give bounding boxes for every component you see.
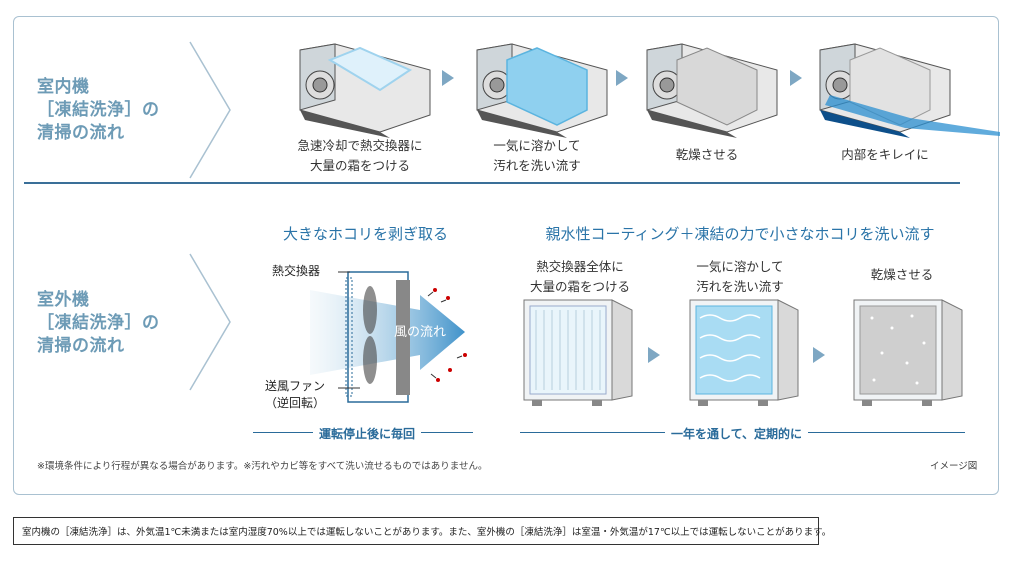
indoor-step-4-caption-line-1: 内部をキレイに [841,147,929,162]
fan-label: 送風ファン （逆回転） [262,378,328,412]
fan-label-line-1: 送風ファン [264,379,325,393]
fan-label-line-2: （逆回転） [264,396,325,410]
conditions-note: ※環境条件により行程が異なる場合があります。※汚れやカビ等をすべて洗い流せるもの… [37,461,488,472]
outdoor-step-2-caption-line-2: 汚れを洗い流す [696,279,784,294]
indoor-step-arrow-3-icon [790,70,802,86]
outdoor-step-2-caption-line-1: 一気に溶かして [696,259,784,274]
outdoor-step-2-caption: 一気に溶かして 汚れを洗い流す [665,257,815,297]
indoor-step-3-caption: 乾燥させる [632,145,782,165]
outdoor-right-heading: 親水性コーティング＋凍結の力で小さなホコリを洗い流す [545,225,935,243]
outdoor-step-1-caption-line-1: 熱交換器全体に [536,259,624,274]
outdoor-chevron-icon [189,253,231,391]
outdoor-step-3-caption-line-1: 乾燥させる [870,267,934,282]
outdoor-title: 室外機 ［凍結洗浄］の 清掃の流れ [37,289,160,358]
outdoor-step-1-caption-line-2: 大量の霜をつける [529,279,630,294]
left-timing-label: 運転停止後に毎回 [313,425,422,442]
indoor-step-3-caption-line-1: 乾燥させる [675,147,739,162]
indoor-step-4-caption: 内部をキレイに [810,145,960,165]
indoor-title: 室内機 ［凍結洗浄］の 清掃の流れ [37,76,160,145]
footer-disclaimer: 室内機の［凍結洗浄］は、外気温1℃未満または室内湿度70%以上では運転しないこと… [13,517,831,545]
row-divider [24,182,960,184]
outdoor-unit-melt-image [689,299,799,406]
outdoor-fan-diagram-image [310,271,467,403]
right-timing-label: 一年を通して、定期的に [665,425,809,442]
outdoor-title-line-1: 室外機 [37,290,90,310]
indoor-step-1-caption-line-2: 大量の霜をつける [309,158,410,173]
indoor-step-arrow-2-icon [616,70,628,86]
indoor-step-arrow-1-icon [442,70,454,86]
wind-flow-label: 風の流れ [394,325,447,340]
outdoor-step-arrow-2-icon [813,347,825,363]
outdoor-title-line-3: 清掃の流れ [37,336,125,356]
indoor-unit-clean-image [819,43,1000,138]
indoor-chevron-icon [189,41,231,179]
indoor-title-line-1: 室内機 [37,77,90,97]
outdoor-left-heading: 大きなホコリを剥ぎ取る [282,225,448,243]
outdoor-step-3-caption: 乾燥させる [827,265,977,285]
indoor-step-1-caption: 急速冷却で熱交換器に 大量の霜をつける [285,136,435,176]
image-note: イメージ図 [930,461,978,472]
indoor-step-1-caption-line-1: 急速冷却で熱交換器に [297,138,423,153]
outdoor-unit-dry-image [853,299,963,406]
indoor-step-2-caption: 一気に溶かして 汚れを洗い流す [462,136,612,176]
indoor-title-line-3: 清掃の流れ [37,123,125,143]
outdoor-unit-frost-image [523,299,633,406]
indoor-step-2-caption-line-1: 一気に溶かして [493,138,581,153]
outdoor-step-1-caption: 熱交換器全体に 大量の霜をつける [505,257,655,297]
indoor-unit-dry-image [646,43,778,138]
heat-exchanger-label: 熱交換器 [272,264,321,278]
outdoor-title-line-2: ［凍結洗浄］の [37,313,160,333]
outdoor-step-arrow-1-icon [648,347,660,363]
indoor-title-line-2: ［凍結洗浄］の [37,100,160,120]
indoor-unit-frost-image [299,43,431,138]
indoor-unit-melt-image [476,43,608,138]
indoor-step-2-caption-line-2: 汚れを洗い流す [493,158,581,173]
